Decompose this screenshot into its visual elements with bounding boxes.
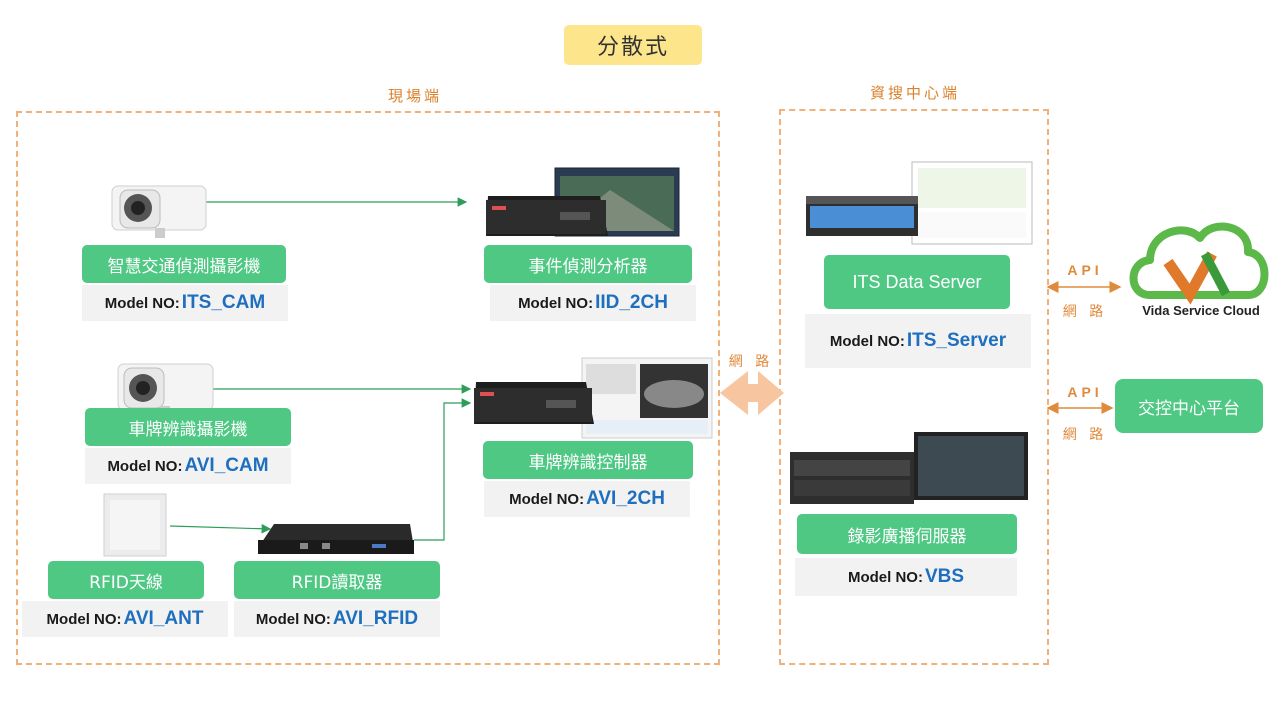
model-prefix: Model NO bbox=[518, 294, 589, 312]
model-prefix: Model NO bbox=[107, 457, 178, 475]
vbs-server-icon bbox=[790, 432, 1028, 504]
rfid-antenna-model: Model NO: AVI_ANT bbox=[22, 601, 228, 637]
datacenter-zone bbox=[779, 109, 1049, 665]
model-prefix: Model NO bbox=[255, 610, 326, 628]
its-server-model: Model NO: ITS_Server bbox=[805, 314, 1031, 368]
field-zone-label: 現場端 bbox=[387, 87, 442, 105]
its-cam-label: 智慧交通偵測攝影機 bbox=[82, 245, 286, 283]
field-zone bbox=[16, 111, 720, 665]
rfid-antenna-label: RFID天線 bbox=[48, 561, 204, 599]
model-prefix: Model NO bbox=[847, 568, 918, 586]
its-server-label: ITS Data Server bbox=[824, 255, 1010, 309]
its-camera-icon bbox=[111, 185, 207, 238]
model-colon: : bbox=[325, 610, 331, 628]
network-label-cloud: 網 路 bbox=[1062, 304, 1108, 320]
vbs-label: 錄影廣播伺服器 bbox=[797, 514, 1017, 554]
model-value: IID_2CH bbox=[595, 292, 668, 313]
rfid-reader-icon bbox=[258, 524, 414, 554]
avi-2ch-label: 車牌辨識控制器 bbox=[483, 441, 693, 479]
its-server-icon bbox=[806, 161, 1033, 245]
its-cam-model: Model NO: ITS_CAM bbox=[82, 285, 288, 321]
datacenter-zone-label: 資搜中心端 bbox=[869, 84, 960, 102]
iid-analyzer-icon bbox=[486, 167, 680, 237]
avi-controller-icon bbox=[474, 357, 713, 439]
diagram-title: 分散式 bbox=[564, 25, 702, 65]
link-antenna-reader bbox=[169, 523, 272, 534]
model-value: AVI_RFID bbox=[332, 608, 419, 629]
vbs-model: Model NO: VBS bbox=[795, 558, 1017, 596]
iid-label: 事件偵測分析器 bbox=[484, 245, 692, 283]
model-prefix: Model NO bbox=[104, 294, 175, 312]
api-label-traffic: API bbox=[1067, 384, 1103, 400]
cloud-name: Vida Service Cloud bbox=[1142, 303, 1260, 318]
model-colon: : bbox=[588, 294, 594, 312]
rfid-antenna-icon bbox=[103, 493, 167, 557]
model-value: ITS_Server bbox=[906, 330, 1007, 351]
model-value: AVI_2CH bbox=[586, 488, 665, 509]
avi-camera-icon bbox=[117, 363, 214, 414]
model-colon: : bbox=[899, 332, 905, 350]
api-label-cloud: API bbox=[1067, 262, 1103, 278]
avi-cam-label: 車牌辨識攝影機 bbox=[85, 408, 291, 446]
model-value: AVI_CAM bbox=[184, 455, 269, 476]
link-reader-avi2ch bbox=[414, 398, 472, 541]
avi-cam-model: Model NO: AVI_CAM bbox=[85, 448, 291, 484]
rfid-reader-model: Model NO: AVI_RFID bbox=[234, 601, 440, 637]
model-value: AVI_ANT bbox=[123, 608, 204, 629]
model-colon: : bbox=[579, 490, 585, 508]
avi-2ch-model: Model NO: AVI_2CH bbox=[484, 481, 690, 517]
model-prefix: Model NO bbox=[829, 332, 900, 350]
model-colon: : bbox=[116, 610, 122, 628]
model-prefix: Model NO bbox=[46, 610, 117, 628]
model-colon: : bbox=[174, 294, 180, 312]
model-value: ITS_CAM bbox=[181, 292, 266, 313]
model-colon: : bbox=[917, 568, 923, 586]
model-value: VBS bbox=[924, 566, 965, 587]
iid-model: Model NO: IID_2CH bbox=[490, 285, 696, 321]
rfid-reader-label: RFID讀取器 bbox=[234, 561, 440, 599]
traffic-center-label: 交控中心平台 bbox=[1115, 379, 1263, 433]
model-colon: : bbox=[177, 457, 183, 475]
cloud-logo-icon bbox=[1129, 222, 1269, 305]
model-prefix: Model NO bbox=[509, 490, 580, 508]
network-label: 網 路 bbox=[728, 354, 774, 370]
network-double-arrow bbox=[720, 371, 784, 415]
network-label-traffic: 網 路 bbox=[1062, 427, 1108, 443]
